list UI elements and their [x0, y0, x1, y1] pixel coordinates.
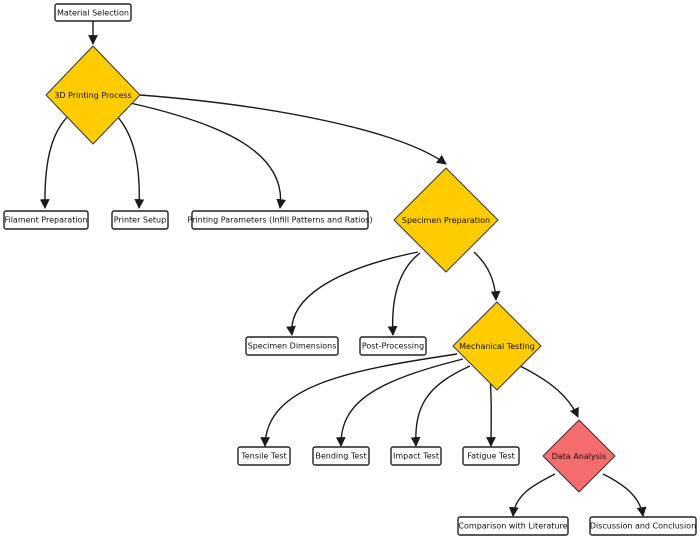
- node-label: Tensile Test: [240, 452, 286, 461]
- node-label: Post-Processing: [362, 342, 424, 351]
- edge-printing-process-to-printing-parameters: [129, 102, 287, 209]
- edge-specimen-preparation-to-mechanical-testing: [473, 251, 501, 301]
- edge-mechanical-testing-to-impact-test: [410, 365, 471, 447]
- node-specimen-preparation[interactable]: Specimen Preparation: [393, 167, 499, 273]
- node-label: Printer Setup: [114, 216, 166, 225]
- node-mechanical-testing[interactable]: Mechanical Testing: [452, 301, 542, 391]
- edge-mechanical-testing-to-data-analysis: [519, 365, 579, 418]
- node-label: Filament Preparation: [4, 216, 87, 225]
- edge-mechanical-testing-to-bending-test: [335, 358, 464, 447]
- node-fatigue-test[interactable]: Fatigue Test: [462, 446, 520, 466]
- node-filament-preparation[interactable]: Filament Preparation: [3, 210, 89, 230]
- node-specimen-dimensions[interactable]: Specimen Dimensions: [245, 336, 339, 356]
- node-tensile-test[interactable]: Tensile Test: [237, 446, 291, 466]
- node-label: Specimen Dimensions: [248, 342, 337, 351]
- node-printer-setup[interactable]: Printer Setup: [111, 210, 169, 230]
- node-label: Material Selection: [57, 9, 129, 18]
- node-impact-test[interactable]: Impact Test: [390, 446, 442, 466]
- node-label: Data Analysis: [552, 452, 607, 461]
- edge-data-analysis-to-comparison: [508, 473, 556, 517]
- edge-printing-process-to-printer-setup: [112, 111, 145, 209]
- node-label: Fatigue Test: [467, 452, 515, 461]
- node-printing-parameters[interactable]: Printing Parameters (Infill Patterns and…: [187, 210, 373, 230]
- edge-printing-process-to-filament-preparation: [39, 111, 74, 209]
- node-label: Mechanical Testing: [459, 342, 535, 351]
- node-discussion-and-conclusion[interactable]: Discussion and Conclusion: [589, 516, 697, 536]
- node-post-processing[interactable]: Post-Processing: [359, 336, 427, 356]
- node-bending-test[interactable]: Bending Test: [312, 446, 370, 466]
- edge-mechanical-testing-to-fatigue-test: [486, 374, 496, 447]
- node-label: Discussion and Conclusion: [590, 522, 696, 531]
- edge-specimen-preparation-to-specimen-dimensions: [286, 251, 419, 336]
- node-comparison-with-literature[interactable]: Comparison with Literature: [457, 516, 569, 536]
- node-3d-printing-process[interactable]: 3D Printing Process: [45, 45, 141, 145]
- edge-printing-process-to-specimen-preparation: [139, 94, 447, 165]
- edge-specimen-preparation-to-post-processing: [387, 252, 421, 336]
- node-label: Specimen Preparation: [402, 216, 490, 225]
- node-label: Impact Test: [393, 452, 439, 461]
- node-data-analysis[interactable]: Data Analysis: [542, 419, 616, 493]
- node-label: Comparison with Literature: [458, 522, 567, 531]
- node-label: Printing Parameters (Infill Patterns and…: [187, 216, 372, 225]
- edge-mechanical-testing-to-tensile-test: [260, 353, 458, 447]
- node-material-selection[interactable]: Material Selection: [54, 3, 132, 22]
- edge-data-analysis-to-discussion: [602, 473, 647, 517]
- node-label: Bending Test: [315, 452, 366, 461]
- node-label: 3D Printing Process: [54, 91, 131, 100]
